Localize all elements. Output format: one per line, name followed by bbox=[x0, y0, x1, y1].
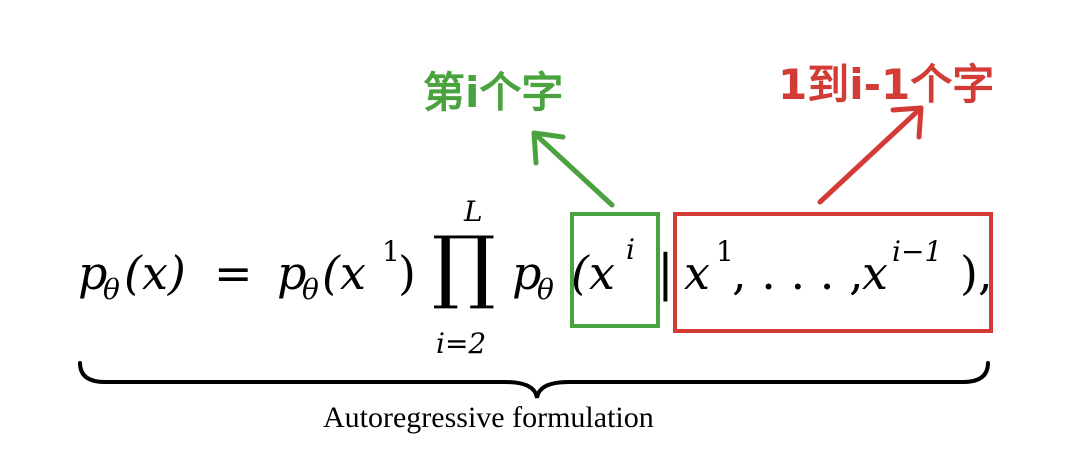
caption: Autoregressive formulation bbox=[323, 401, 654, 434]
p2-p: p bbox=[512, 246, 542, 300]
p1-p: p bbox=[277, 246, 307, 300]
red-highlight-box bbox=[673, 212, 993, 333]
product-upper-limit: L bbox=[464, 195, 483, 228]
p1-close: ) bbox=[398, 246, 416, 300]
p1-superscript: 1 bbox=[382, 235, 400, 268]
lhs-p: p bbox=[78, 246, 108, 300]
cond-dots: , . . . , bbox=[732, 246, 864, 300]
cond-xi: x bbox=[862, 246, 888, 300]
product-symbol: ∏ bbox=[432, 219, 496, 312]
p1-theta: θ bbox=[302, 273, 319, 306]
equals-sign: = bbox=[214, 246, 253, 300]
p1-open: (x bbox=[322, 246, 366, 300]
lhs-theta: θ bbox=[103, 273, 120, 306]
green-arrow bbox=[531, 130, 615, 208]
cond-x1: x bbox=[684, 246, 710, 300]
lhs-arg: (x) bbox=[124, 246, 186, 300]
p2-open: (x bbox=[571, 246, 615, 300]
conditional-bar: | bbox=[657, 244, 674, 302]
closing-paren: ), bbox=[960, 246, 993, 300]
p2-theta: θ bbox=[537, 273, 554, 306]
cond-xi-superscript: i−1 bbox=[892, 235, 943, 268]
red-arrow bbox=[817, 105, 924, 205]
red-annotation-label: 1到i-1个字 bbox=[778, 60, 995, 109]
green-annotation-label: 第i个字 bbox=[423, 68, 564, 117]
green-highlight-box bbox=[570, 212, 660, 328]
cond-x1-superscript: 1 bbox=[716, 235, 734, 268]
underbrace bbox=[78, 361, 990, 399]
product-lower-limit: i=2 bbox=[436, 327, 487, 360]
p2-superscript: i bbox=[626, 233, 635, 266]
